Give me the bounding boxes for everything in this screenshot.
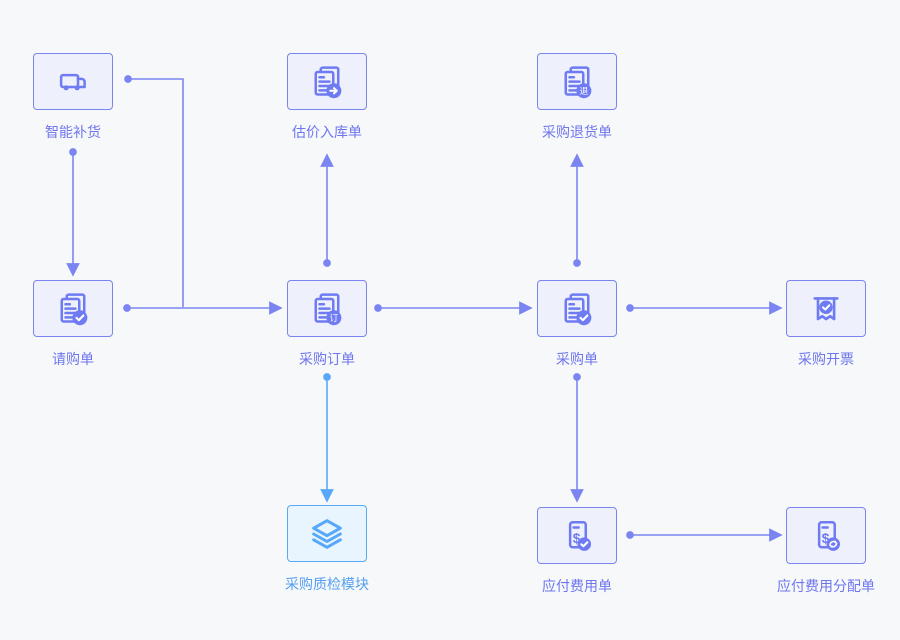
check-badge	[580, 540, 589, 547]
node-payable-expense: $ 应付费用单	[517, 507, 637, 595]
purchase-return-box[interactable]: 退	[537, 53, 617, 110]
node-purchase-request: 请购单	[13, 280, 133, 368]
bill-dollar-check-icon: $	[568, 520, 591, 551]
dollar-glyph: $	[822, 530, 830, 545]
document-check-icon	[564, 292, 592, 325]
node-label: 采购退货单	[542, 124, 612, 140]
node-purchase-bill: 采购单	[517, 280, 637, 368]
node-label: 应付费用分配单	[777, 578, 875, 594]
purchase-order-box[interactable]: 订	[287, 280, 367, 337]
node-label: 采购开票	[798, 351, 854, 367]
document-check-icon	[60, 292, 88, 325]
dollar-glyph: $	[573, 530, 581, 545]
document-badge-icon: 订	[314, 292, 342, 325]
node-valuation-receipt: 估价入库单	[267, 53, 387, 141]
node-label: 请购单	[52, 351, 94, 367]
node-purchase-return: 退 采购退货单	[517, 53, 637, 141]
node-label: 采购单	[556, 351, 598, 367]
node-qc-module: 采购质检模块	[267, 505, 387, 593]
payable-expense-box[interactable]: $	[537, 507, 617, 564]
truck-icon	[59, 73, 86, 90]
smart-replenish-box[interactable]	[33, 53, 113, 110]
purchase-invoicing-box[interactable]	[786, 280, 866, 337]
arrow-badge	[329, 86, 338, 94]
node-purchase-invoicing: 采购开票	[766, 280, 886, 368]
document-badge-icon: 退	[564, 65, 592, 98]
node-payable-allocation: $ 应付费用分配单	[766, 507, 886, 595]
document-arrow-icon	[314, 65, 342, 98]
valuation-receipt-box[interactable]	[287, 53, 367, 110]
check-badge	[75, 313, 85, 321]
badge-text: 退	[580, 86, 589, 96]
check-badge	[579, 313, 589, 321]
qc-module-box[interactable]	[287, 505, 367, 562]
node-label: 采购质检模块	[285, 576, 369, 592]
check-badge	[822, 303, 831, 310]
connector-smart-replenish-to-purchase-order	[124, 75, 184, 307]
node-label: 估价入库单	[292, 124, 362, 140]
purchase-bill-box[interactable]	[537, 280, 617, 337]
payable-allocation-box[interactable]: $	[786, 507, 866, 564]
badge-text: 订	[330, 313, 339, 323]
node-label: 智能补货	[45, 124, 101, 140]
node-label: 采购订单	[299, 351, 355, 367]
node-label: 应付费用单	[542, 578, 612, 594]
invoice-ribbon-icon	[813, 296, 839, 320]
layers-icon	[312, 518, 342, 549]
node-smart-replenish: 智能补货	[13, 53, 133, 141]
bill-dollar-sync-icon: $	[817, 520, 840, 551]
purchase-request-box[interactable]	[33, 280, 113, 337]
node-purchase-order: 订 采购订单	[267, 280, 387, 368]
